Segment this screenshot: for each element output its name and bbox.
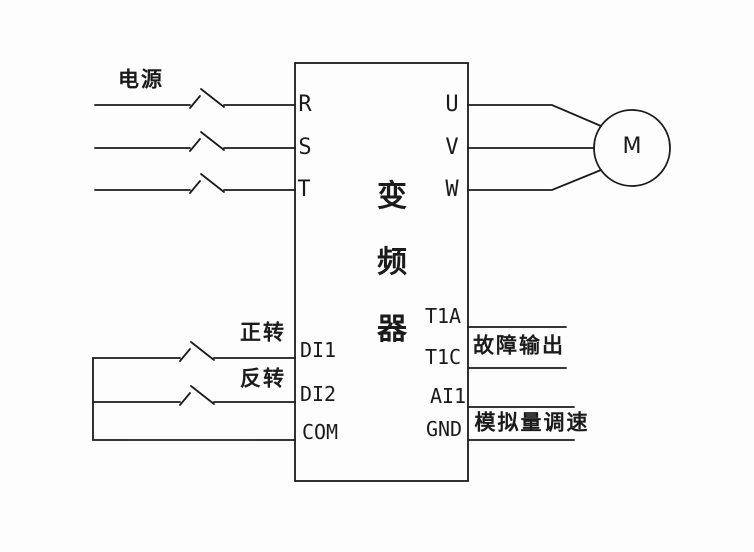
terminal-r: R (298, 92, 312, 117)
wire-r-with-switch (94, 88, 296, 109)
analog-speed-label: 模拟量调速 (474, 410, 590, 435)
terminal-di1: DI1 (299, 338, 337, 362)
inverter-box (294, 62, 469, 482)
inverter-name-char-1: 变 (377, 179, 407, 214)
terminal-u: U (445, 92, 459, 117)
wire-di1-with-switch (92, 341, 296, 362)
terminal-w: W (445, 177, 459, 202)
fault-output-label: 故障输出 (473, 333, 565, 358)
terminal-v: V (445, 135, 459, 160)
wire-u (467, 104, 602, 127)
terminal-di2: DI2 (299, 382, 337, 406)
terminal-ai1: AI1 (429, 384, 467, 408)
terminal-gnd: GND (425, 417, 463, 441)
wire-s-with-switch (94, 131, 296, 152)
terminal-t: T (297, 177, 311, 202)
wire-di2-with-switch (92, 385, 296, 406)
forward-label: 正转 (240, 320, 286, 345)
terminal-com: COM (301, 420, 339, 444)
reverse-label: 反转 (240, 366, 286, 391)
motor-label: M (622, 134, 642, 159)
terminal-s: S (298, 135, 312, 160)
power-label: 电源 (118, 67, 164, 92)
wire-t-with-switch (94, 173, 296, 194)
inverter-name-char-3: 器 (377, 312, 407, 347)
inverter-name-char-2: 频 (377, 245, 407, 280)
wire-w (467, 169, 602, 191)
terminal-t1c: T1C (424, 345, 462, 369)
motor-circle (593, 109, 671, 187)
terminal-t1a: T1A (424, 304, 462, 328)
